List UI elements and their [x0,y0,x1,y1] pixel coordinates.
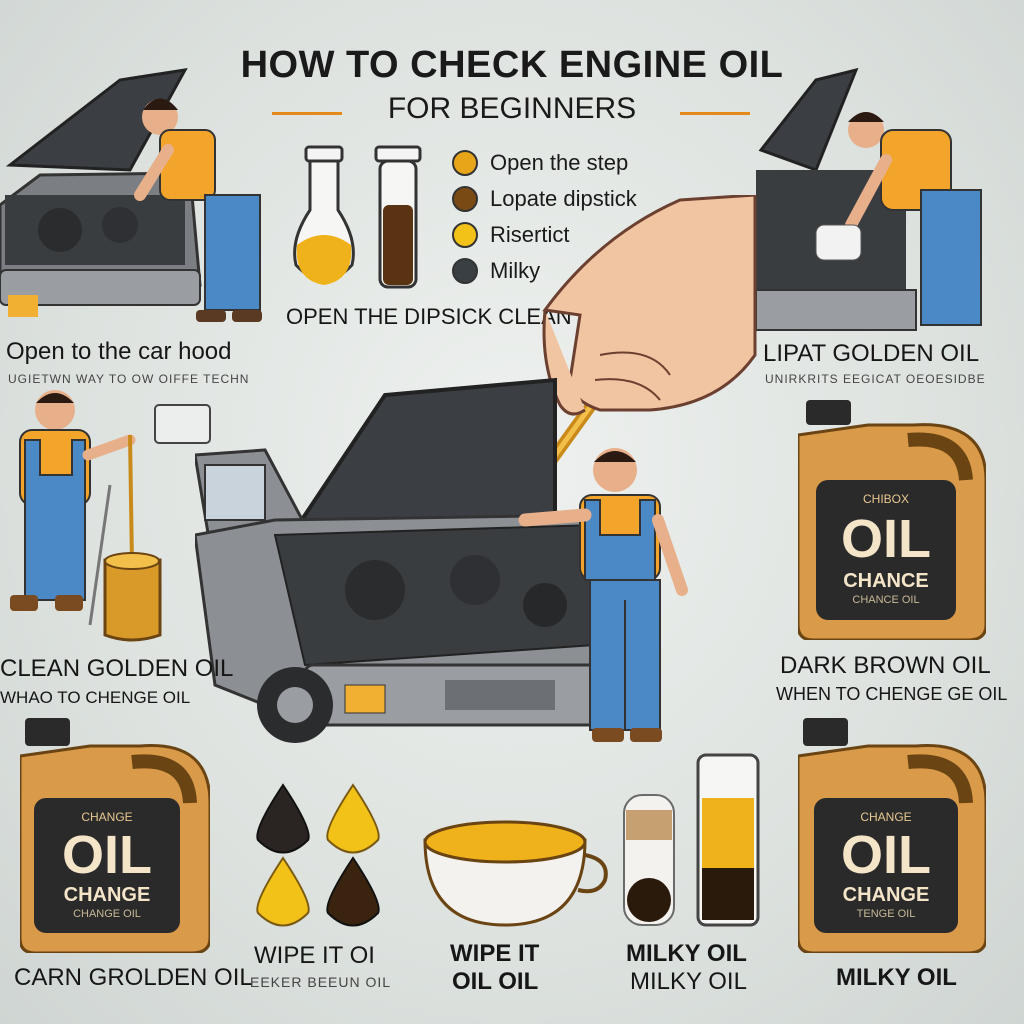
jug-change-text: CHANCE [843,570,929,592]
jug-icon [798,400,986,640]
step-legend: Open the step Lopate dipstick Risertict … [452,150,637,284]
label-milky-oil-tube: MILKY OIL [626,940,747,967]
jug-change-text: CHANGE [63,884,151,906]
label-dark-brown-oil-sub: WHEN TO CHENGE GE OIL [776,684,1008,704]
legend-item: Open the step [452,150,637,176]
legend-dot-icon [452,258,478,284]
label-clean-golden-oil-sub: WHAO TO CHENGE OIL [0,688,191,707]
label-lipat-golden-oil: LIPAT GOLDEN OIL [763,340,980,367]
jug-icon [20,718,210,953]
jug-oil-text: OIL [841,509,931,569]
mechanic-wiping-illustration [756,67,982,331]
legend-item: Milky [452,258,637,284]
label-lipat-golden-oil-sub: UNIRKRITS EEGICAT OEOESIDBE [765,372,986,386]
jug-brand: CHANGE [860,810,912,824]
legend-dot-icon [452,150,478,176]
oil-jug-bottom-right: CHANGE OIL CHANGE TENGE OIL [798,718,986,953]
legend-dot-icon [452,186,478,212]
legend-label: Lopate dipstick [490,186,637,211]
title-rule-right [680,112,750,115]
title-rule-left [272,112,342,115]
legend-label: Risertict [490,222,570,247]
jug-oil-text: OIL [62,825,152,885]
legend-label: Milky [490,258,541,283]
label-open-hood-sub: UGIETWN WAY TO OW OIFFE TECHN [8,372,250,386]
jug-tiny-text: CHANGE OIL [73,908,141,920]
poster-subtitle: FOR BEGINNERS [387,92,637,125]
poster-title: HOW TO CHECK ENGINE OIL [240,44,784,86]
legend-label: Open the step [490,150,629,175]
label-wipe-it-cup: WIPE IT [450,940,540,967]
jug-brand: CHANGE [81,810,133,824]
label-wipe-it-oi-sub: EEKER BEEUN OIL [250,974,392,990]
legend-item: Lopate dipstick [452,186,637,212]
label-open-hood: Open to the car hood [6,338,232,365]
label-milky-oil-tube-2: MILKY OIL [630,968,747,995]
label-clean-golden-oil: CLEAN GOLDEN OIL [0,655,234,682]
oil-jug-bottom-left: CHANGE OIL CHANGE CHANGE OIL [20,718,210,953]
mechanic-pointing-illustration [518,448,688,742]
label-milky-oil-jug: MILKY OIL [836,964,957,991]
oil-sample-bottles [293,145,422,289]
label-oil-oil-cup: OIL OIL [452,968,539,995]
mechanic-draining-illustration [10,390,211,642]
legend-item: Risertict [452,222,637,248]
mechanic-at-hood-illustration [0,68,262,322]
jug-brand: CHIBOX [862,492,909,506]
legend-dot-icon [452,222,478,248]
jug-tiny-text: CHANCE OIL [852,594,920,606]
jug-tiny-text: TENGE OIL [856,908,916,920]
car-open-hood-illustration [195,377,607,743]
oil-test-tubes-illustration [623,753,760,927]
label-carn-grolden-oil: CARN GROLDEN OIL [14,964,253,991]
oil-cup-illustration [423,820,608,927]
oil-drops-illustration [256,783,380,927]
label-wipe-it-oi: WIPE IT OI [254,942,375,969]
label-dark-brown-oil: DARK BROWN OIL [780,652,991,679]
jug-oil-text: OIL [841,825,931,885]
oil-jug-right: CHIBOX OIL CHANCE CHANCE OIL [798,400,986,640]
jug-icon [798,718,986,953]
jug-change-text: CHANGE [842,884,930,906]
